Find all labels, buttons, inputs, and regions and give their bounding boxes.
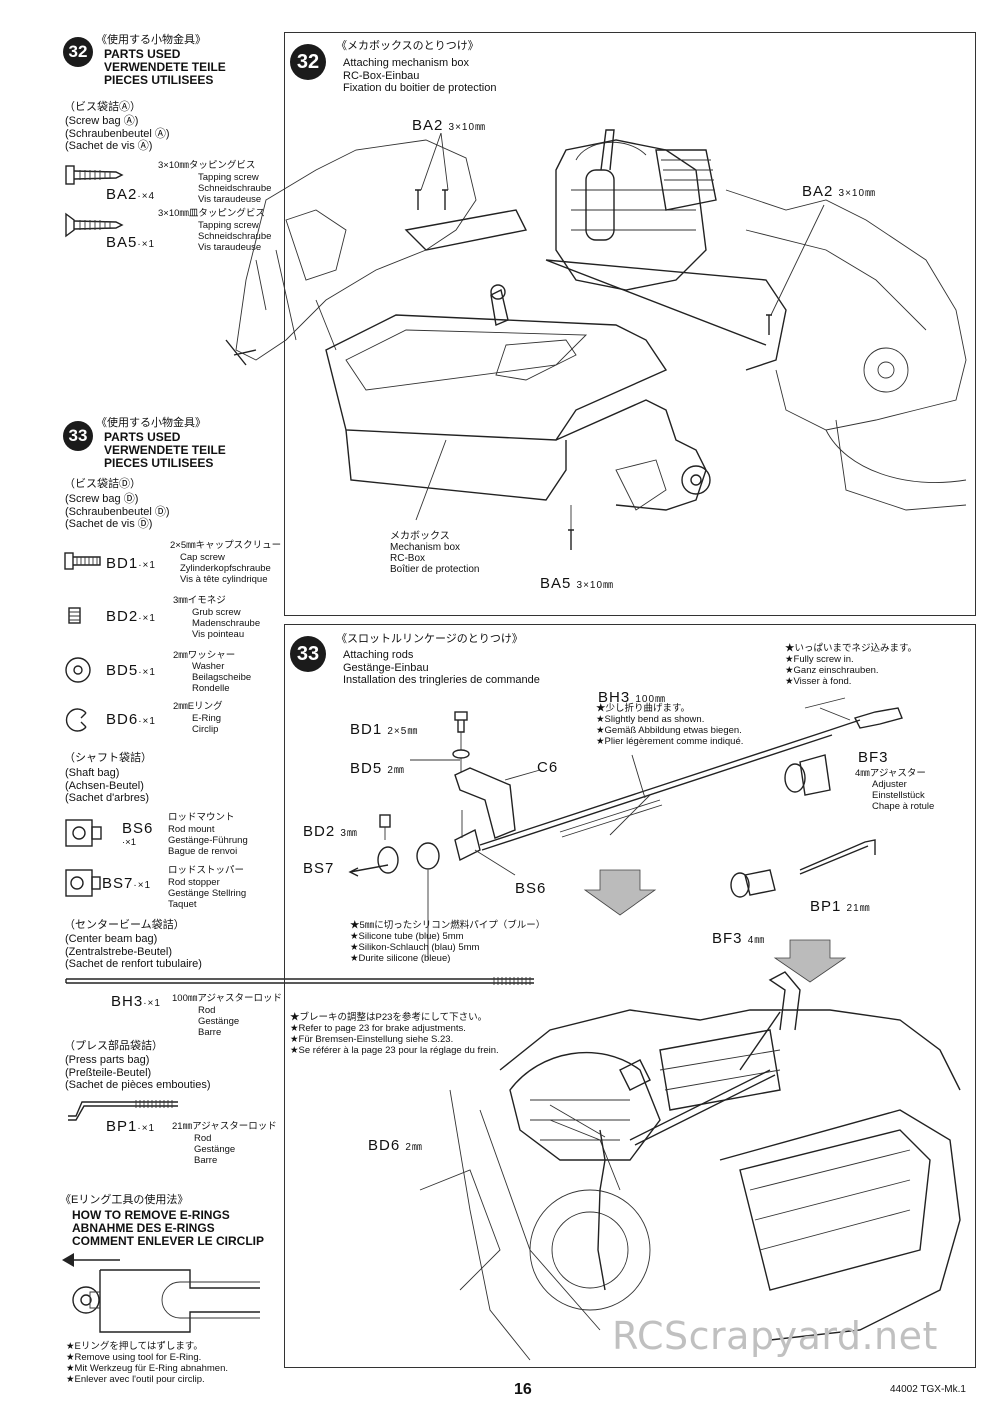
washer-icon (65, 657, 91, 683)
step-33-number: 33 (290, 636, 326, 672)
bh3-label: BH3 100㎜ (598, 689, 667, 706)
bs6-jp: ロッドマウント (168, 812, 235, 823)
silicone-tube-notes: ★5㎜に切ったシリコン燃料パイプ（ブルー）★Silicone tube (blu… (350, 920, 546, 964)
bd1-jp: 2×5㎜キャップスクリュー (170, 540, 282, 551)
bf3-label: BF3 (858, 749, 889, 766)
bs6-label: BS6 (515, 880, 547, 897)
bp1-label: BP1 21㎜ (810, 898, 871, 915)
countersunk-screw-icon (65, 212, 124, 238)
ba2-label-left: BA2 3×10㎜ (412, 117, 487, 134)
beam-bag-label: (Center beam bag)(Zentralstrebe-Beutel)(… (65, 933, 202, 970)
kit-code: 44002 TGX-Mk.1 (890, 1384, 966, 1395)
ering-notes: ★Eリングを押してはずします。★Remove using tool for E-… (66, 1341, 228, 1385)
step-32-number: 32 (290, 44, 326, 80)
bs6-code: BS6 (122, 820, 154, 837)
step-32-title-jp: 《メカボックスのとりつけ》 (336, 40, 479, 52)
bh3-code: BH3·×1 (111, 993, 161, 1010)
bd2-jp: 3㎜イモネジ (173, 595, 226, 606)
cap-screw-icon (64, 552, 101, 570)
bag-d-label: (Screw bag Ⓓ)(Schraubenbeutel Ⓓ)(Sachet … (65, 493, 170, 530)
bd5-label: BD5 2㎜ (350, 760, 405, 777)
e-ring-icon (65, 708, 87, 732)
rod-mount-icon (65, 819, 102, 847)
brake-notes: ★ブレーキの調整はP23を参考にして下さい。★Refer to page 23 … (290, 1012, 499, 1056)
step-33-title-jp: 《スロットルリンケージのとりつけ》 (336, 633, 523, 645)
bd6-label: BD6 2㎜ (368, 1137, 423, 1154)
bf3-second-label: BF3 4㎜ (712, 930, 766, 947)
screw-in-notes: ★いっぱいまでネジ込みます。★Fully screw in.★Ganz eins… (785, 643, 918, 687)
throttle-linkage-illustration (348, 697, 961, 1361)
tapping-screw-icon (65, 165, 124, 185)
bs7-code: BS7·×1 (102, 875, 152, 892)
bd2-code: BD2·×1 (106, 608, 156, 625)
watermark: RCScrapyard.net (612, 1314, 938, 1358)
shaft-bag-jp: （シャフト袋詰） (64, 752, 152, 764)
step-32-badge: 32 (63, 37, 93, 67)
ba5-jp: 3×10㎜皿タッピングビス (158, 208, 265, 219)
ering-tool-illustration (62, 1253, 260, 1333)
ba2-code: BA2·×4 (106, 186, 156, 203)
bag-d-jp: （ビス袋詰Ⓓ） (64, 478, 141, 490)
step-33-badge: 33 (63, 421, 93, 451)
ba5-code: BA5·×1 (106, 234, 156, 251)
beam-bag-jp: （センタービーム袋詰） (64, 919, 185, 931)
short-rod-icon (68, 1100, 178, 1121)
bh3-jp: 100㎜アジャスターロッド (172, 993, 282, 1004)
parts-used-33-jp: 《使用する小物金具》 (96, 417, 206, 429)
step-32-panel (284, 32, 976, 616)
ba5-label: BA5 3×10㎜ (540, 575, 615, 592)
bd6-jp: 2㎜Eリング (173, 701, 223, 712)
ba2-label-right: BA2 3×10㎜ (802, 183, 877, 200)
bs7-label: BS7 (303, 860, 335, 877)
bd1-code: BD1·×1 (106, 555, 156, 572)
bp1-code: BP1·×1 (106, 1118, 156, 1135)
ering-jp: 《Eリング工具の使用法》 (60, 1194, 189, 1206)
bh3-notes: ★少し折り曲げます。★Slightly bend as shown.★Gemäß… (596, 703, 744, 747)
bag-a-jp: （ビス袋詰Ⓐ） (64, 101, 141, 113)
adjuster-rod-icon (65, 977, 534, 985)
page-number: 16 (514, 1381, 532, 1398)
mechanism-box-assembly-illustration (225, 129, 967, 550)
shaft-bag-label: (Shaft bag)(Achsen-Beutel)(Sachet d'arbr… (65, 767, 150, 804)
bd5-jp: 2㎜ワッシャー (173, 650, 236, 661)
press-bag-jp: （プレス部品袋詰） (64, 1040, 163, 1052)
grub-screw-icon (68, 607, 81, 624)
bd2-label: BD2 3㎜ (303, 823, 358, 840)
bd6-code: BD6·×1 (106, 711, 156, 728)
bag-a-label: (Screw bag Ⓐ)(Schraubenbeutel Ⓐ)(Sachet … (65, 115, 170, 152)
parts-used-jp: 《使用する小物金具》 (96, 34, 206, 46)
bd5-code: BD5·×1 (106, 662, 156, 679)
rod-stopper-icon (65, 869, 101, 897)
bp1-jp: 21㎜アジャスターロッド (172, 1121, 277, 1132)
c6-label: C6 (537, 759, 559, 776)
bf3-jp: 4㎜アジャスター (855, 768, 926, 779)
press-bag-label: (Press parts bag)(Preßteile-Beutel)(Sach… (65, 1054, 211, 1091)
bs7-jp: ロッドストッパー (168, 865, 245, 876)
bd1-label: BD1 2×5㎜ (350, 721, 419, 738)
bs6-qty: ·×1 (122, 837, 136, 848)
step-33-panel (284, 624, 976, 1368)
ba2-jp: 3×10㎜タッピングビス (158, 160, 256, 171)
